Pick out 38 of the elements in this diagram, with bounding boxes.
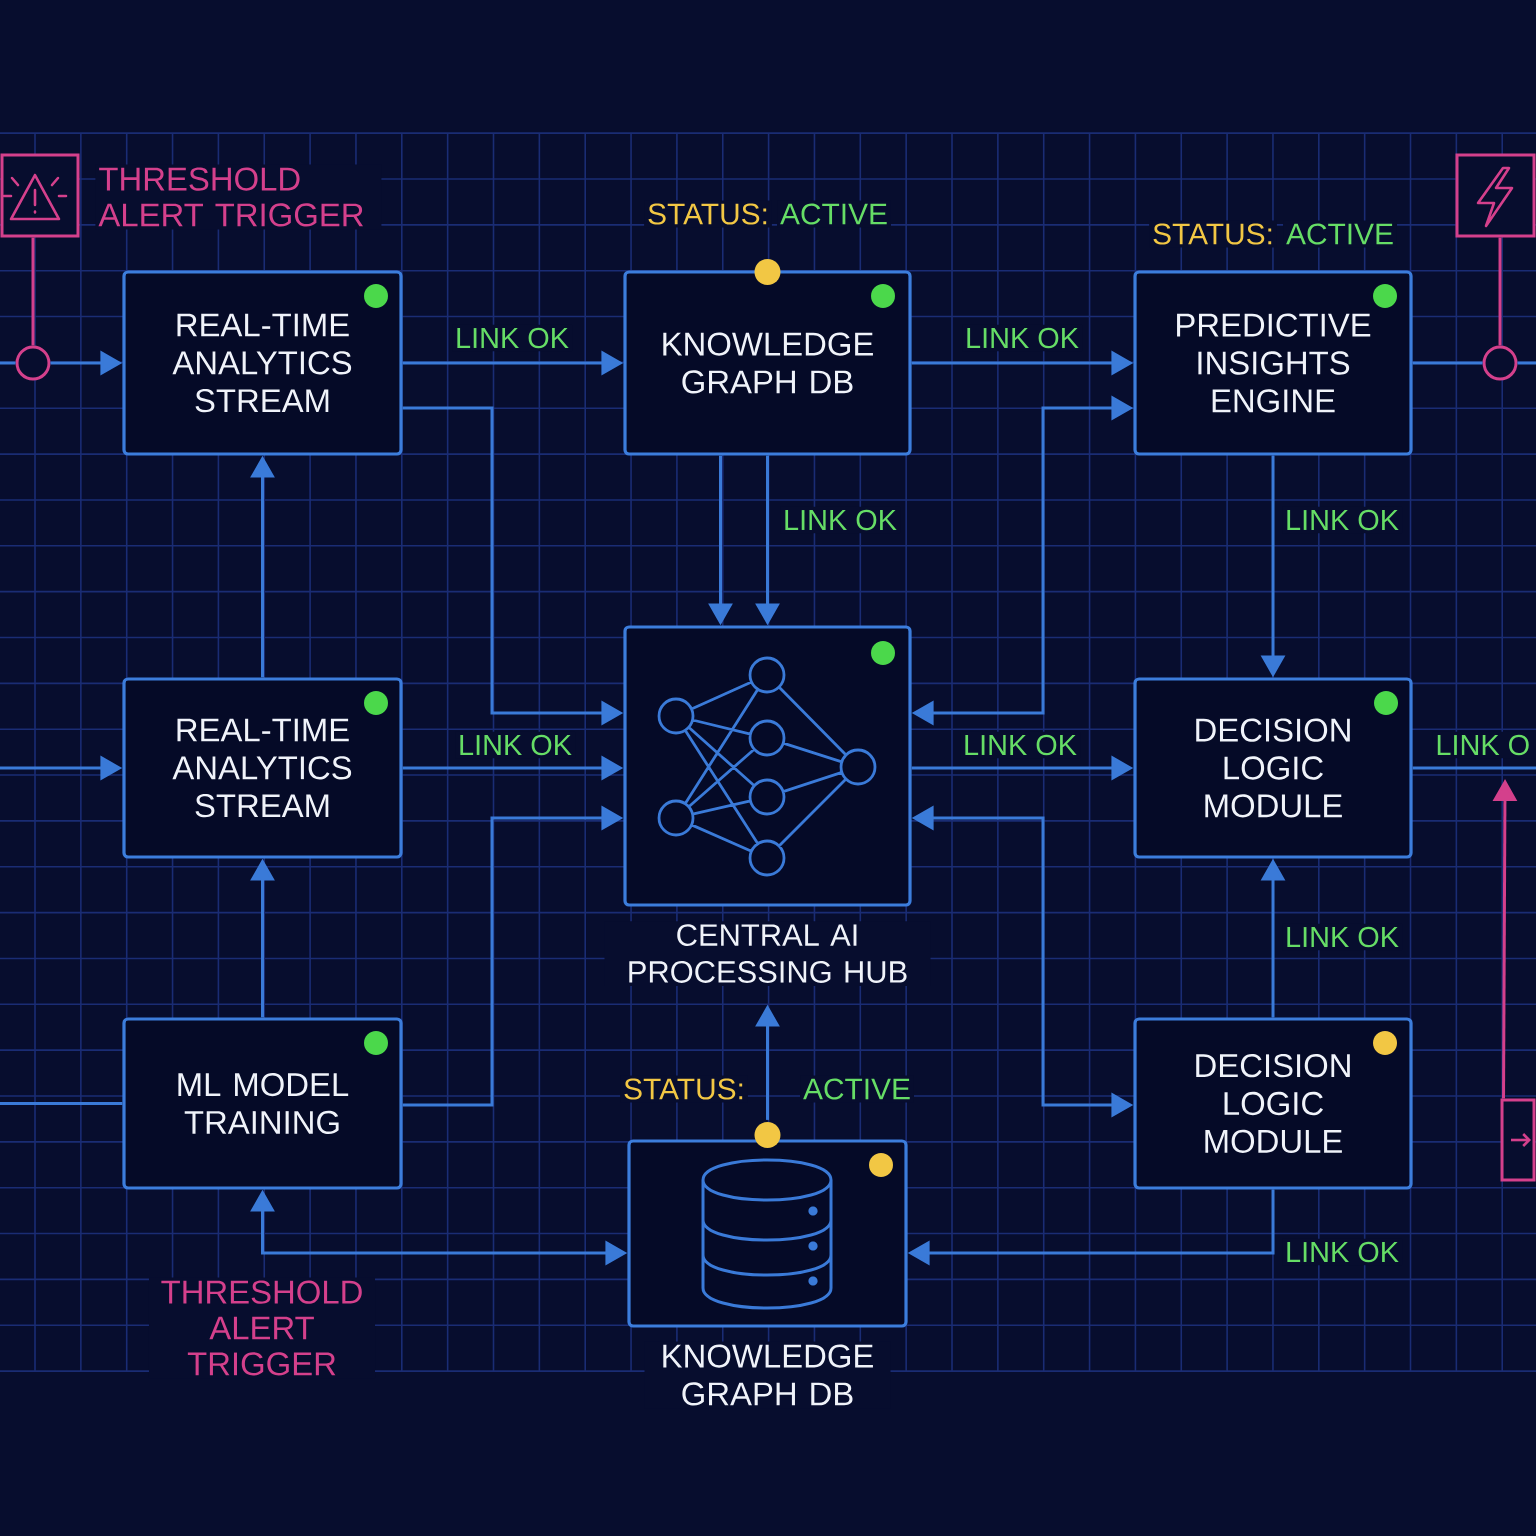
status-label: ACTIVE bbox=[777, 200, 891, 228]
edge-label: LINK OK bbox=[1282, 1238, 1402, 1266]
icon-box bbox=[1455, 153, 1536, 238]
connector-line bbox=[1498, 237, 1502, 346]
junction-circle bbox=[1482, 345, 1518, 381]
process-box: KNOWLEDGE GRAPH DB bbox=[623, 270, 912, 456]
process-box: REAL-TIME ANALYTICS STREAM bbox=[122, 270, 403, 456]
connector-line bbox=[0, 361, 16, 365]
connector-line bbox=[1412, 361, 1483, 365]
node-caption: KNOWLEDGE GRAPH DB bbox=[644, 1341, 891, 1409]
process-box: DECISION LOGIC MODULE bbox=[1133, 1017, 1413, 1190]
edge-label: LINK O bbox=[1432, 731, 1534, 759]
edge-label: LINK OK bbox=[780, 506, 900, 534]
status-label: STATUS: bbox=[620, 1075, 748, 1103]
connector-line bbox=[1412, 766, 1536, 770]
junction-circle bbox=[15, 345, 51, 381]
status-label: ACTIVE bbox=[1283, 220, 1397, 248]
status-label: STATUS: bbox=[644, 200, 772, 228]
process-box: ML MODEL TRAINING bbox=[122, 1017, 403, 1190]
status-label: STATUS: bbox=[1149, 220, 1277, 248]
alert-label: THRESHOLD ALERT TRIGGER bbox=[95, 164, 382, 230]
icon-box bbox=[1500, 1098, 1536, 1182]
connector-line bbox=[31, 237, 35, 346]
process-box: PREDICTIVE INSIGHTS ENGINE bbox=[1133, 270, 1413, 456]
icon-box bbox=[0, 153, 80, 238]
connector-line bbox=[1517, 361, 1536, 365]
connector-line bbox=[0, 1102, 123, 1105]
edge-label: LINK OK bbox=[455, 731, 575, 759]
status-label: ACTIVE bbox=[800, 1075, 914, 1103]
process-box: REAL-TIME ANALYTICS STREAM bbox=[122, 677, 403, 859]
edge-label: LINK OK bbox=[1282, 923, 1402, 951]
edge-label: LINK OK bbox=[452, 324, 572, 352]
alert-label: THRESHOLD ALERT TRIGGER bbox=[149, 1277, 375, 1379]
node-caption: CENTRAL AI PROCESSING HUB bbox=[604, 921, 931, 986]
edge-label: LINK OK bbox=[1282, 506, 1402, 534]
edge-label: LINK OK bbox=[962, 324, 1082, 352]
process-box: DECISION LOGIC MODULE bbox=[1133, 677, 1413, 859]
edge-label: LINK OK bbox=[960, 731, 1080, 759]
